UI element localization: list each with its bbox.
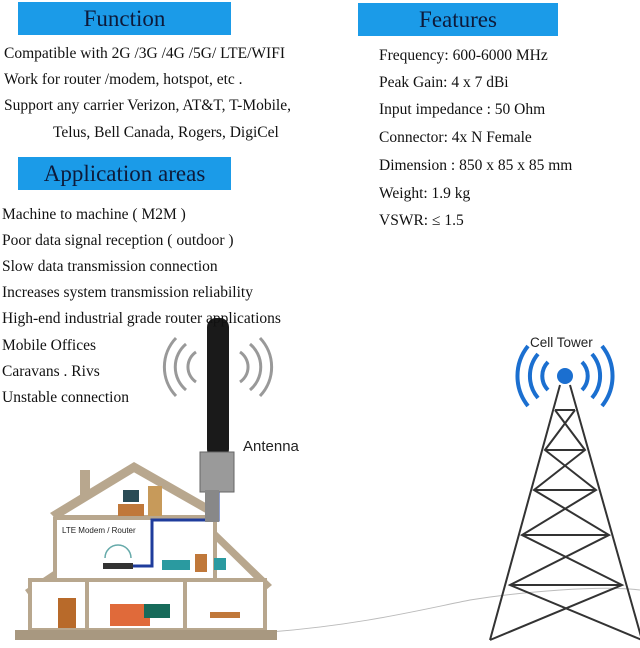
feature-item: Input impedance : 50 Ohm	[379, 101, 546, 118]
antenna-illustration	[199, 318, 235, 522]
antenna-signal-waves-icon	[162, 336, 274, 398]
feature-item: Weight: 1.9 kg	[379, 185, 471, 202]
feature-item: VSWR: ≤ 1.5	[379, 212, 464, 229]
cell-tower-signal-icon	[515, 344, 615, 408]
function-line: Compatible with 2G /3G /4G /5G/ LTE/WIFI	[4, 45, 285, 62]
application-item: High-end industrial grade router applica…	[2, 310, 281, 327]
antenna-label: Antenna	[243, 438, 299, 455]
application-item: Increases system transmission reliabilit…	[2, 284, 253, 301]
ground-line	[269, 587, 640, 633]
application-areas-header: Application areas	[18, 157, 231, 190]
application-item: Caravans . Rivs	[2, 363, 100, 380]
feature-item: Frequency: 600-6000 MHz	[379, 47, 548, 64]
function-line: Telus, Bell Canada, Rogers, DigiCel	[53, 124, 279, 141]
cell-tower-label: Cell Tower	[530, 335, 593, 350]
cell-tower-illustration	[489, 384, 640, 641]
function-header: Function	[18, 2, 231, 35]
application-item: Mobile Offices	[2, 337, 96, 354]
router-label: LTE Modem / Router	[62, 526, 136, 535]
application-item: Poor data signal reception ( outdoor )	[2, 232, 234, 249]
house-illustration	[15, 462, 277, 640]
cell-tower-beacon	[557, 368, 573, 384]
function-line: Work for router /modem, hotspot, etc .	[4, 71, 243, 88]
features-header: Features	[358, 3, 558, 36]
feature-item: Connector: 4x N Female	[379, 129, 532, 146]
application-item: Machine to machine ( M2M )	[2, 206, 186, 223]
function-line: Support any carrier Verizon, AT&T, T-Mob…	[4, 97, 291, 114]
application-item: Unstable connection	[2, 389, 129, 406]
application-item: Slow data transmission connection	[2, 258, 218, 275]
feature-item: Dimension : 850 x 85 x 85 mm	[379, 157, 573, 174]
feature-item: Peak Gain: 4 x 7 dBi	[379, 74, 509, 91]
